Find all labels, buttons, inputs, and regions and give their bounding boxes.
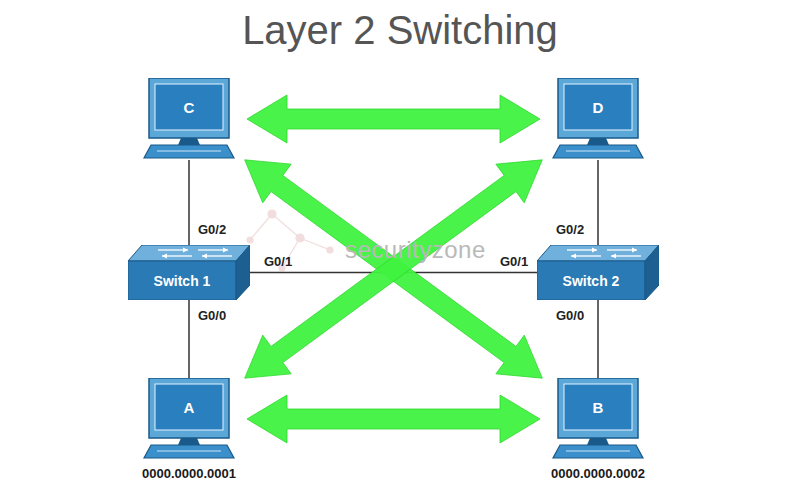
port-label: G0/2	[198, 222, 226, 237]
port-label: G0/1	[500, 254, 528, 269]
computer-icon	[143, 378, 235, 460]
traffic-arrow	[245, 160, 543, 378]
switch-name: Switch 2	[537, 261, 645, 300]
port-label: G0/0	[198, 308, 226, 323]
port-label: G0/2	[556, 222, 584, 237]
traffic-arrow	[247, 395, 540, 443]
computer-node: B0000.0000.0002	[552, 378, 644, 460]
computer-icon	[552, 78, 644, 160]
computer-node: A0000.0000.0001	[143, 378, 235, 460]
host-letter: C	[155, 84, 223, 130]
computer-node: C	[143, 78, 235, 160]
traffic-arrow	[247, 95, 540, 143]
traffic-arrow	[245, 160, 543, 378]
computer-icon	[143, 78, 235, 160]
switch-name: Switch 1	[128, 261, 236, 300]
host-letter: B	[564, 384, 632, 430]
host-letter: D	[564, 84, 632, 130]
diagram-title: Layer 2 Switching	[0, 8, 800, 53]
computer-node: D	[552, 78, 644, 160]
link-line	[597, 160, 599, 245]
link-line	[597, 300, 599, 378]
computer-icon	[552, 378, 644, 460]
watermark: securityzone	[345, 236, 486, 264]
host-letter: A	[155, 384, 223, 430]
link-line	[188, 300, 190, 378]
mac-address: 0000.0000.0002	[551, 466, 645, 481]
link-line	[188, 160, 190, 245]
mac-address: 0000.0000.0001	[142, 466, 236, 481]
port-label: G0/1	[264, 254, 292, 269]
switch-node: Switch 2	[537, 245, 659, 300]
switch-node: Switch 1	[128, 245, 250, 300]
port-label: G0/0	[556, 308, 584, 323]
